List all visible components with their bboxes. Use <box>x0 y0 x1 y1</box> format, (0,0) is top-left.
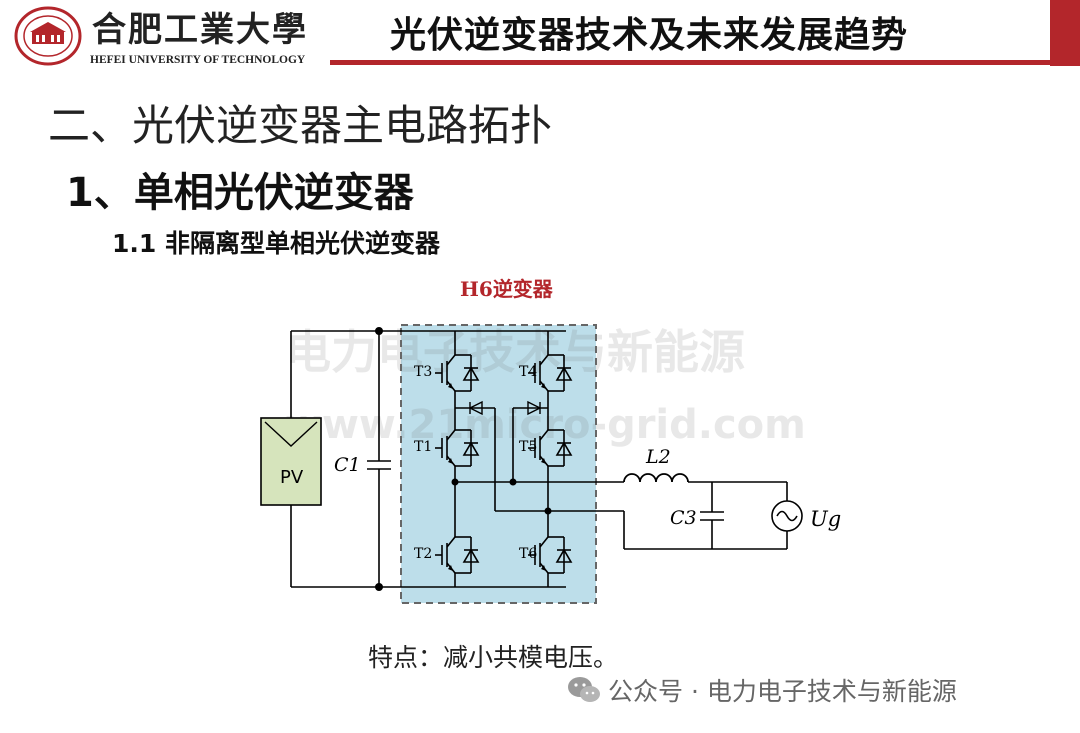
logo-chinese-name: 合肥工業大學 <box>92 10 308 50</box>
switch-label-t6: T6 <box>519 546 537 562</box>
inductor-l2 <box>623 473 689 483</box>
footer: 公众号 · 电力电子技术与新能源 <box>566 672 957 708</box>
l2-label: L2 <box>645 446 671 468</box>
pv-module <box>260 417 322 506</box>
wechat-icon <box>568 677 600 702</box>
switch-label-t5: T5 <box>519 439 537 455</box>
sub-subsection-heading: 1.1 非隔离型单相光伏逆变器 <box>112 229 440 258</box>
subsection-heading: 1、单相光伏逆变器 <box>66 170 414 216</box>
diagram-title: H6逆变器 <box>460 277 554 301</box>
header: 合肥工業大學 HEFEI UNIVERSITY OF TECHNOLOGY 光伏… <box>0 0 1080 70</box>
pv-label: PV <box>280 467 304 488</box>
switch-label-t1: T1 <box>414 439 432 455</box>
c3-label: C3 <box>670 507 697 529</box>
header-accent-block <box>1050 0 1080 66</box>
switch-label-t4: T4 <box>519 364 537 380</box>
header-divider <box>330 60 1050 65</box>
logo-english-name: HEFEI UNIVERSITY OF TECHNOLOGY <box>90 54 306 66</box>
switch-label-t2: T2 <box>414 546 432 562</box>
ug-label: Ug <box>810 507 841 531</box>
slide-title: 光伏逆变器技术及未来发展趋势 <box>390 14 909 56</box>
university-seal-icon <box>14 6 82 66</box>
section-heading: 二、光伏逆变器主电路拓扑 <box>48 101 553 150</box>
watermark-line-2: www.21micro-grid.com <box>285 402 806 448</box>
feature-note: 特点：减小共模电压。 <box>368 643 619 672</box>
footer-account-name: 公众号 · 电力电子技术与新能源 <box>608 677 957 706</box>
h6-inverter-circuit-diagram: 电力电子技术与新能源 www.21micro-grid.com H6逆变器 PV… <box>260 277 841 604</box>
c1-label: C1 <box>334 454 361 476</box>
switch-label-t3: T3 <box>414 364 432 380</box>
watermark-line-1: 电力电子技术与新能源 <box>285 325 745 379</box>
